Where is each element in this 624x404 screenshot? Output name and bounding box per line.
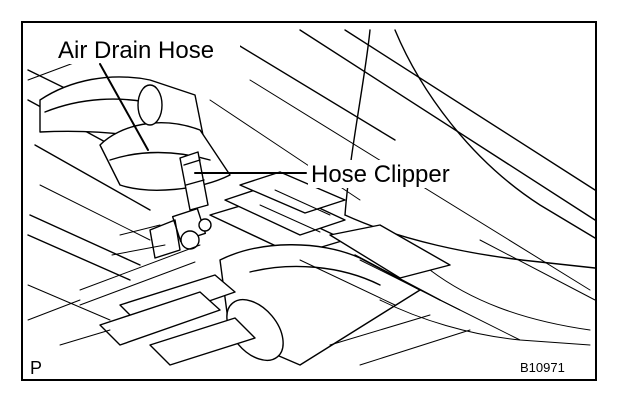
view-marker: P [30,358,42,378]
illustration-linework [27,29,596,366]
label-mask-air-drain-hose [54,36,240,64]
label-mask-hose-clipper [308,160,470,188]
leader-line-air-drain-hose [99,63,149,151]
label-air-drain-hose: Air Drain Hose [58,37,214,64]
figure-code: B10971 [520,360,565,375]
label-hose-clipper: Hose Clipper [311,161,450,188]
